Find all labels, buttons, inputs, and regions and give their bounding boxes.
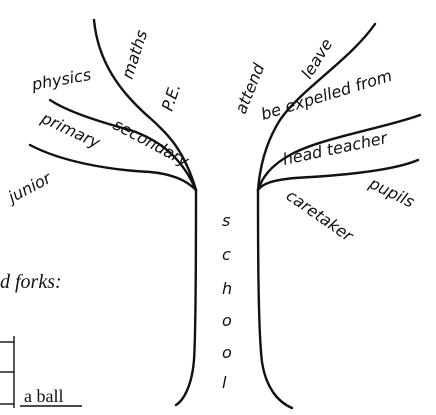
word-pupils: pupils [365,173,417,211]
branch-lower-right [256,158,420,192]
trunk-letter-l: l [222,373,227,392]
forks-heading-fragment: d forks: [0,271,62,293]
word-head-teacher: head teacher [281,128,390,169]
trunk-letter-o2: o [222,343,232,362]
word-leave: leave [297,35,336,82]
trunk-letter-h: h [222,279,232,298]
trunk-left-line [174,188,198,407]
word-caretaker: caretaker [283,186,358,246]
word-maths: maths [118,28,152,82]
branch-mid-left [48,98,198,192]
branch-lower-left [28,143,198,192]
trunk-letter-c: c [222,245,231,264]
trunk-letter-s: s [222,211,230,230]
word-primary: primary [37,108,103,152]
trunk-right-line [256,188,294,410]
branch-upper-right [256,22,377,192]
word-pe: P.E. [158,81,185,113]
branch-mid-right [256,113,422,192]
branch-upper-left [92,18,198,192]
word-physics: physics [29,65,92,94]
trunk-letter-o1: o [222,311,232,330]
word-junior: junior [3,168,55,208]
word-secondary: secondary [110,115,193,171]
a-ball-label: a ball [24,386,63,406]
